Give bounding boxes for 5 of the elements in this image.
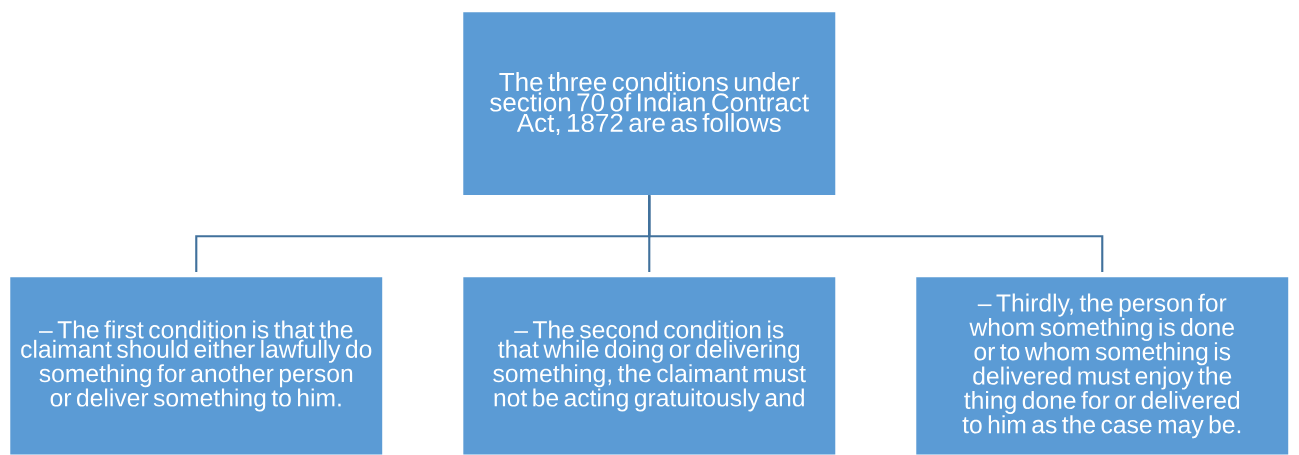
text-box: – The first condition is that the claimant should either lawfully do something for another person or deliver something to him. (10, 277, 383, 455)
text-box: – Thirdly, the person for whom something is done or to whom something is delivered must enjoy the thing done for or delivered to him as the case may be. (916, 277, 1289, 455)
text-box: – The second condition is that while doing or delivering something, the claimant must not be acting gratuitously and (463, 277, 836, 455)
text-box: The three conditions under section 70 of Indian Contract Act, 1872 are as follows (463, 12, 836, 195)
connector-line (648, 195, 1104, 272)
